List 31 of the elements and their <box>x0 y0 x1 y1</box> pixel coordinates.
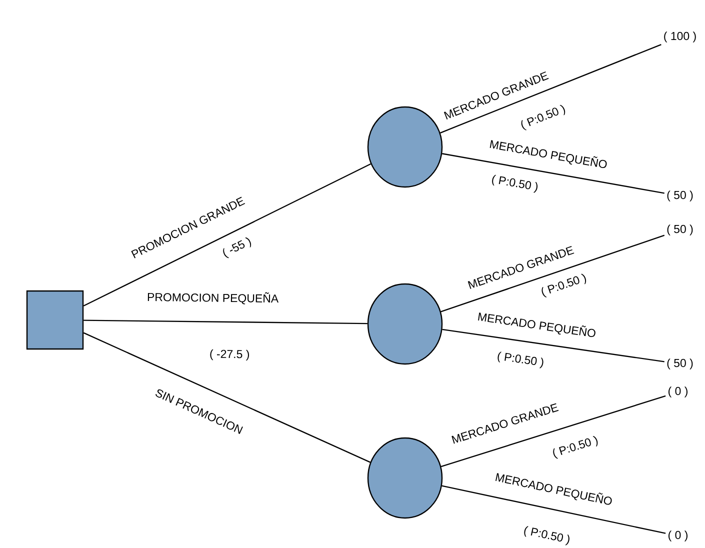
chance-circle <box>367 106 443 188</box>
branch-line <box>442 485 666 534</box>
branch-value: ( P:0.50 ) <box>498 352 544 368</box>
outcome-value: ( 50 ) <box>667 190 693 202</box>
branch-value: ( P:0.50 ) <box>542 274 586 298</box>
branch-value: ( P:0.50 ) <box>524 526 570 546</box>
branch-value: ( P:0.50 ) <box>553 436 598 459</box>
edge-label: MERCADO PEQUEÑO <box>478 312 596 338</box>
outcome-value: ( 50 ) <box>667 224 693 236</box>
outcome-value: ( 0 ) <box>668 386 688 398</box>
branch-line <box>440 395 666 468</box>
branch-line <box>83 163 372 306</box>
branch-value: ( P:0.50 ) <box>492 174 538 193</box>
branch-value: ( -27.5 ) <box>210 349 249 361</box>
branch-value: ( P:0.50 ) <box>521 104 566 130</box>
chance-circle <box>367 437 443 519</box>
branch-line <box>442 153 664 194</box>
edge-label: MERCADO PEQUEÑO <box>495 473 612 505</box>
branch-line <box>83 332 371 463</box>
branch-line <box>84 320 368 324</box>
decision-square <box>26 290 84 350</box>
branch-line <box>442 328 664 362</box>
edge-label: MERCADO PEQUEÑO <box>490 140 607 168</box>
edge-label: PROMOCION PEQUEÑA <box>148 292 279 304</box>
branch-line <box>440 234 665 312</box>
outcome-value: ( 100 ) <box>664 32 696 42</box>
branch-value: ( -55 ) <box>223 237 252 258</box>
branch-line <box>440 44 662 134</box>
chance-circle <box>367 283 443 365</box>
outcome-value: ( 50 ) <box>667 358 693 370</box>
outcome-value: ( 0 ) <box>668 530 688 542</box>
